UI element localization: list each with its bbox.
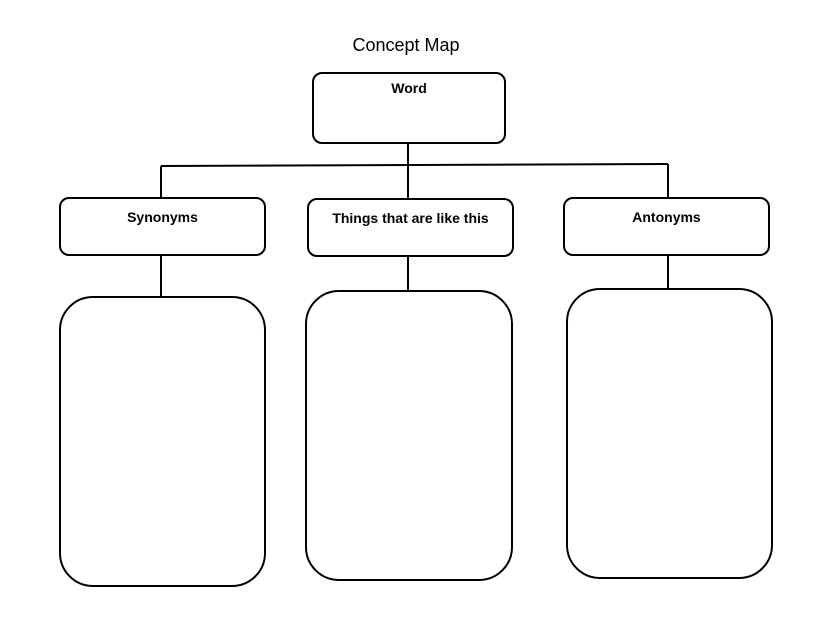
- category-label-like-this: Things that are like this: [332, 210, 489, 226]
- category-node-antonyms: Antonyms: [563, 197, 770, 256]
- category-node-like-this: Things that are like this: [307, 198, 514, 257]
- category-label-synonyms: Synonyms: [127, 209, 198, 225]
- category-label-antonyms: Antonyms: [632, 209, 701, 225]
- like-this-answer-box[interactable]: [305, 290, 513, 581]
- synonyms-answer-box[interactable]: [59, 296, 266, 587]
- connector-horizontal: [160, 163, 669, 167]
- diagram-title: Concept Map: [352, 35, 460, 55]
- root-node-word: Word: [312, 72, 506, 144]
- root-node-label: Word: [391, 80, 427, 96]
- antonyms-answer-box[interactable]: [566, 288, 773, 579]
- category-node-synonyms: Synonyms: [59, 197, 266, 256]
